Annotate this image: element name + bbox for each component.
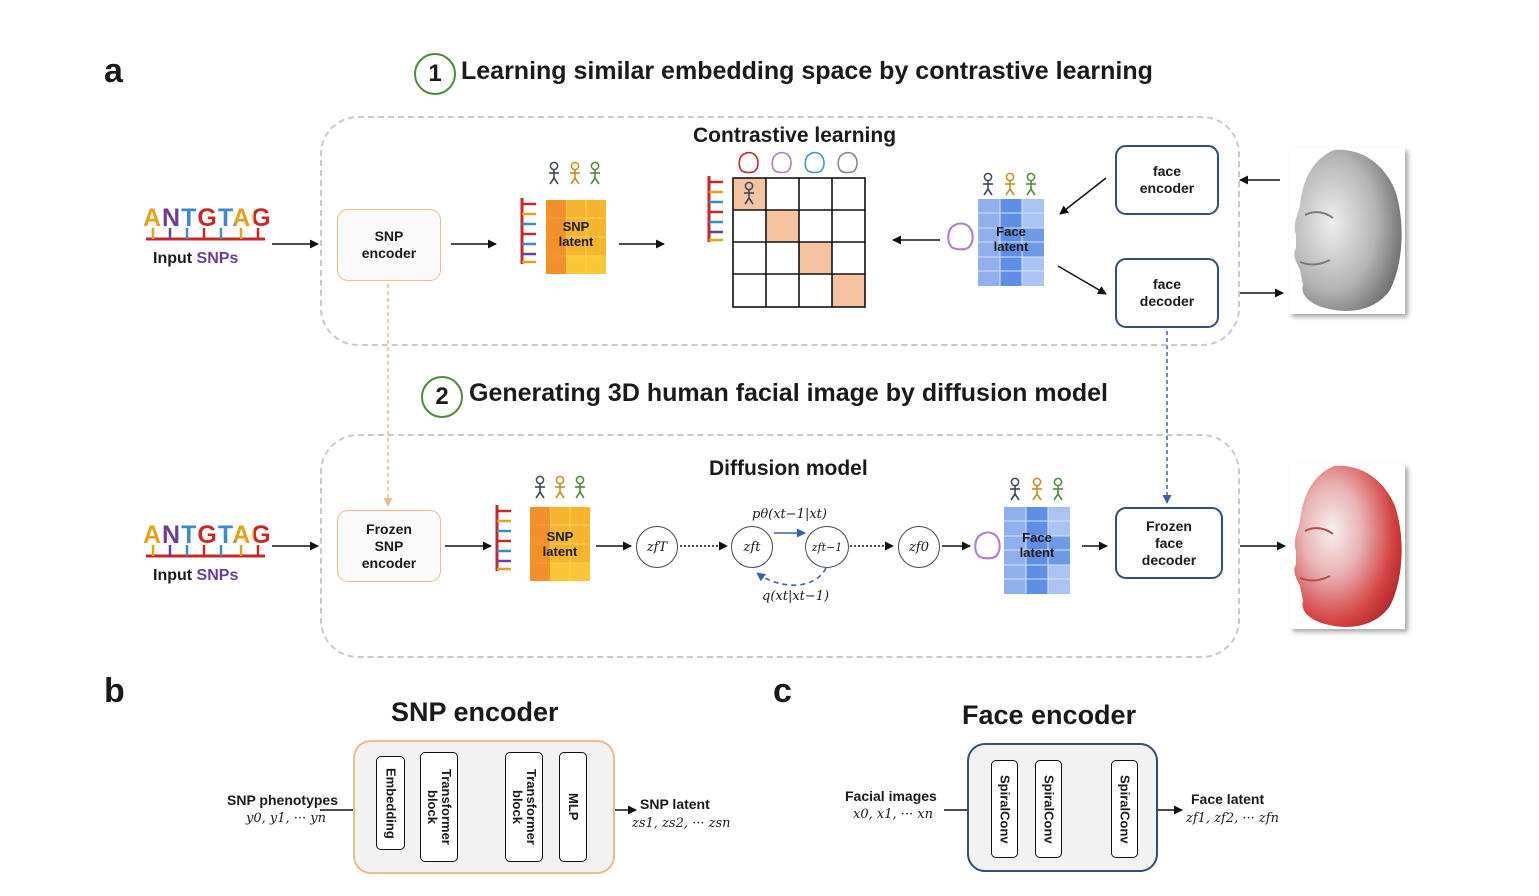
spiralconv-layer-2: SpiralConv	[1035, 760, 1062, 858]
facial-images-vars: x0, x1, ··· xn	[853, 807, 933, 822]
snp-latent-grid-2	[495, 475, 590, 581]
panel-label-a: a	[104, 52, 123, 90]
spiralconv-layer-3: SpiralConv	[1111, 760, 1138, 858]
facial-images-label: Facial images	[845, 788, 937, 804]
similarity-matrix	[707, 151, 866, 308]
face-latent-output-label: Face latent	[1191, 791, 1265, 807]
snp-phenotypes-label: SNP phenotypes	[227, 792, 338, 808]
spiralconv-layer-1: SpiralConv	[991, 760, 1018, 858]
face-render-gray	[1289, 148, 1405, 314]
embedding-layer: Embedding	[376, 756, 405, 850]
snp-encoder-title: SNP encoder	[391, 697, 559, 727]
snp-sequence-2: ANTGTAG	[143, 521, 272, 550]
arrow-latent-to-face-decoder	[1057, 265, 1107, 295]
mlp-layer: MLP	[559, 752, 587, 862]
arrow-reverse-step	[756, 567, 827, 586]
face-render-heatmap	[1290, 464, 1405, 629]
reverse-process-label: q(xt|xt−1)	[762, 589, 830, 604]
panel-label-b: b	[104, 672, 125, 710]
latent-node-zT: zfT	[636, 526, 678, 568]
latent-node-zt: zft	[731, 526, 773, 568]
seq-letters: ANTGTAG	[143, 521, 272, 549]
input-snps-label-1: Input SNPs	[153, 250, 239, 267]
diffusion-model-label: Diffusion model	[709, 457, 868, 480]
snp-sequence-1: ANTGTAG	[143, 204, 272, 233]
snp-phenotypes-vars: y0, y1, ··· yn	[246, 811, 327, 826]
latent-node-z0: zf0	[898, 526, 940, 568]
forward-process-label: pθ(xt−1|xt)	[752, 507, 827, 522]
snp-latent-output-label: SNP latent	[640, 796, 710, 812]
step-badge-1: 1	[414, 53, 456, 95]
panel-label-c: c	[773, 672, 792, 710]
latent-node-zt-minus-1: zft−1	[805, 526, 849, 568]
sequence-stems-2	[146, 545, 265, 558]
snp-latent-grid-1	[520, 161, 606, 274]
face-latent-grid-2	[1004, 477, 1070, 594]
sequence-stems-1	[146, 228, 265, 241]
contrastive-learning-label: Contrastive learning	[693, 124, 897, 147]
face-latent-output-vars: zf1, zf2, ··· zfn	[1186, 811, 1279, 826]
seq-letters: ANTGTAG	[143, 204, 272, 232]
arrow-face-encoder-to-latent	[1059, 177, 1107, 215]
snp-latent-output-vars: zs1, zs2, ··· zsn	[632, 816, 731, 831]
step-title-2: Generating 3D human facial image by diff…	[469, 379, 1109, 407]
diffusion-model-box	[320, 434, 1240, 658]
step-badge-2: 2	[421, 376, 463, 418]
step-title-1: Learning similar embedding space by cont…	[461, 57, 1153, 85]
input-snps-label-2: Input SNPs	[153, 567, 239, 584]
contrastive-learning-box	[320, 116, 1240, 346]
face-encoder-title: Face encoder	[962, 700, 1137, 730]
face-latent-grid-1	[978, 172, 1044, 286]
